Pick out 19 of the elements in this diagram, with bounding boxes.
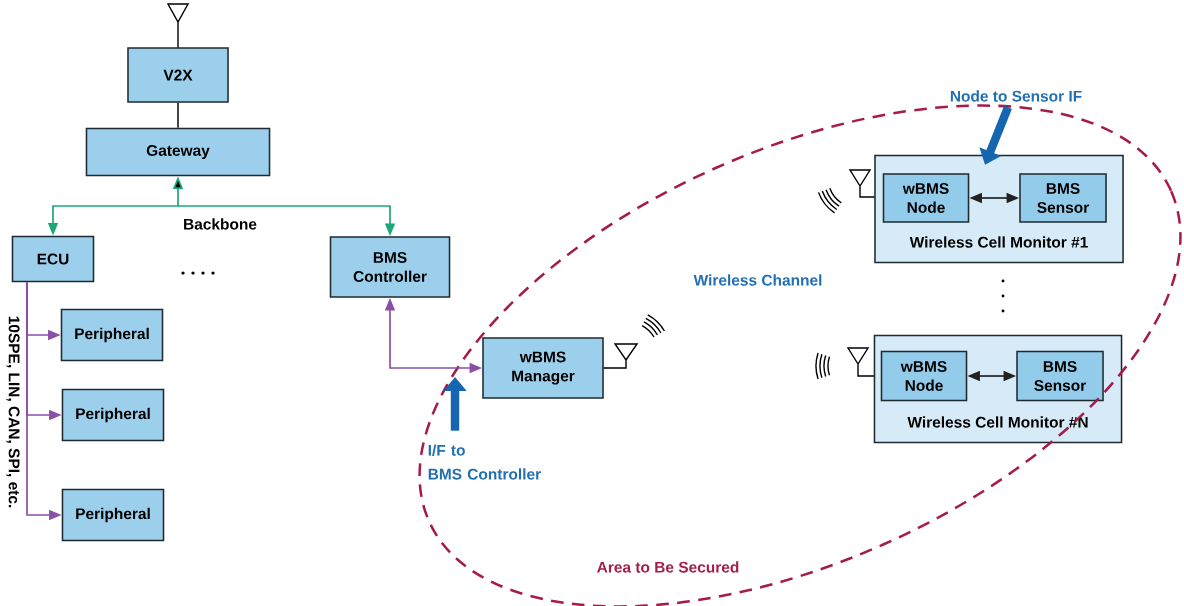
block-box: V2X bbox=[127, 47, 229, 103]
callout-text: Node to Sensor IF bbox=[950, 90, 1082, 102]
block-box: wBMS Node bbox=[880, 350, 968, 402]
block-box: Peripheral bbox=[61, 488, 165, 542]
connector-line bbox=[177, 101, 179, 129]
block-box: Peripheral bbox=[61, 388, 165, 442]
block-box: BMS Sensor bbox=[1016, 350, 1104, 402]
bus-label: 10SPE, LIN, CAN, SPI, etc. bbox=[6, 316, 20, 508]
callout-text: I/F to BMS Controller bbox=[428, 444, 541, 480]
block-box: Gateway bbox=[85, 127, 271, 177]
block-box: BMS Sensor bbox=[1019, 173, 1107, 223]
bus-label: Backbone bbox=[184, 218, 257, 230]
channel-label: Wireless Channel bbox=[693, 274, 822, 286]
block-box: BMS Controller bbox=[329, 236, 451, 298]
block-box: Peripheral bbox=[60, 308, 164, 362]
block-box: wBMS Manager bbox=[482, 337, 604, 399]
block-box: ECU bbox=[11, 235, 95, 283]
block-box: wBMS Node bbox=[882, 173, 970, 223]
area-label: Area to Be Secured bbox=[597, 561, 739, 573]
